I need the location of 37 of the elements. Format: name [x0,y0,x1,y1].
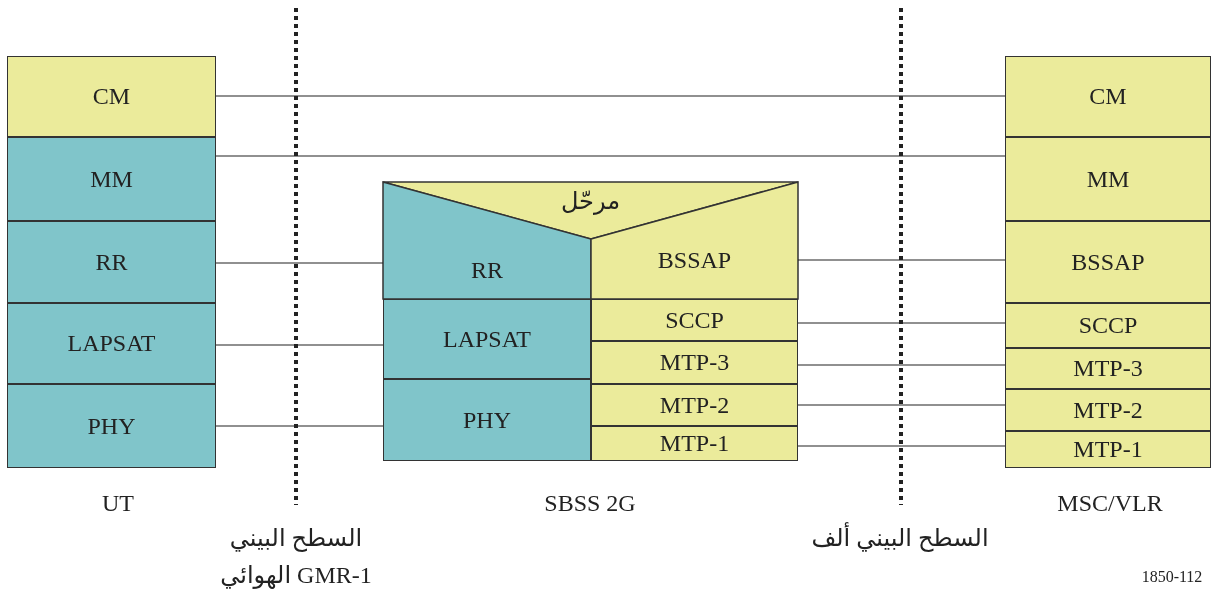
layer-label: BSSAP [657,247,732,274]
protocol-layer: MTP-1 [591,426,798,461]
protocol-layer: PHY [7,384,216,468]
protocol-layer: SCCP [591,299,798,341]
protocol-layer: MTP-2 [591,384,798,426]
protocol-layer: CM [1005,56,1211,137]
connector-line [215,425,384,427]
caption-label: السطح البيني [229,525,363,552]
connector-line [797,259,1006,261]
protocol-layer: LAPSAT [7,303,216,384]
protocol-layer: MTP-3 [591,341,798,384]
connector-line [215,262,384,264]
protocol-layer: MTP-1 [1005,431,1211,468]
caption-label: 1850-112 [1141,568,1203,586]
caption-label: MSC/VLR [1057,490,1163,517]
connector-line [797,322,1006,324]
protocol-layer: MM [7,137,216,221]
protocol-layer: RR [7,221,216,303]
protocol-layer: MM [1005,137,1211,221]
connector-line [215,155,1006,157]
protocol-layer: BSSAP [1005,221,1211,303]
caption-label: SBSS 2G [544,490,636,517]
protocol-layer: LAPSAT [383,299,591,379]
protocol-layer: PHY [383,379,591,461]
protocol-layer: CM [7,56,216,137]
caption-label: UT [102,490,134,517]
connector-line [797,445,1006,447]
protocol-layer: SCCP [1005,303,1211,348]
caption-label: الهوائي GMR-1 [220,562,372,589]
layer-label: RR [471,257,503,284]
protocol-layer: MTP-3 [1005,348,1211,389]
connector-line [797,364,1006,366]
connector-line [215,95,1006,97]
connector-line [797,404,1006,406]
connector-line [215,344,384,346]
protocol-layer: MTP-2 [1005,389,1211,431]
layer-label: مرحّل [560,188,621,215]
